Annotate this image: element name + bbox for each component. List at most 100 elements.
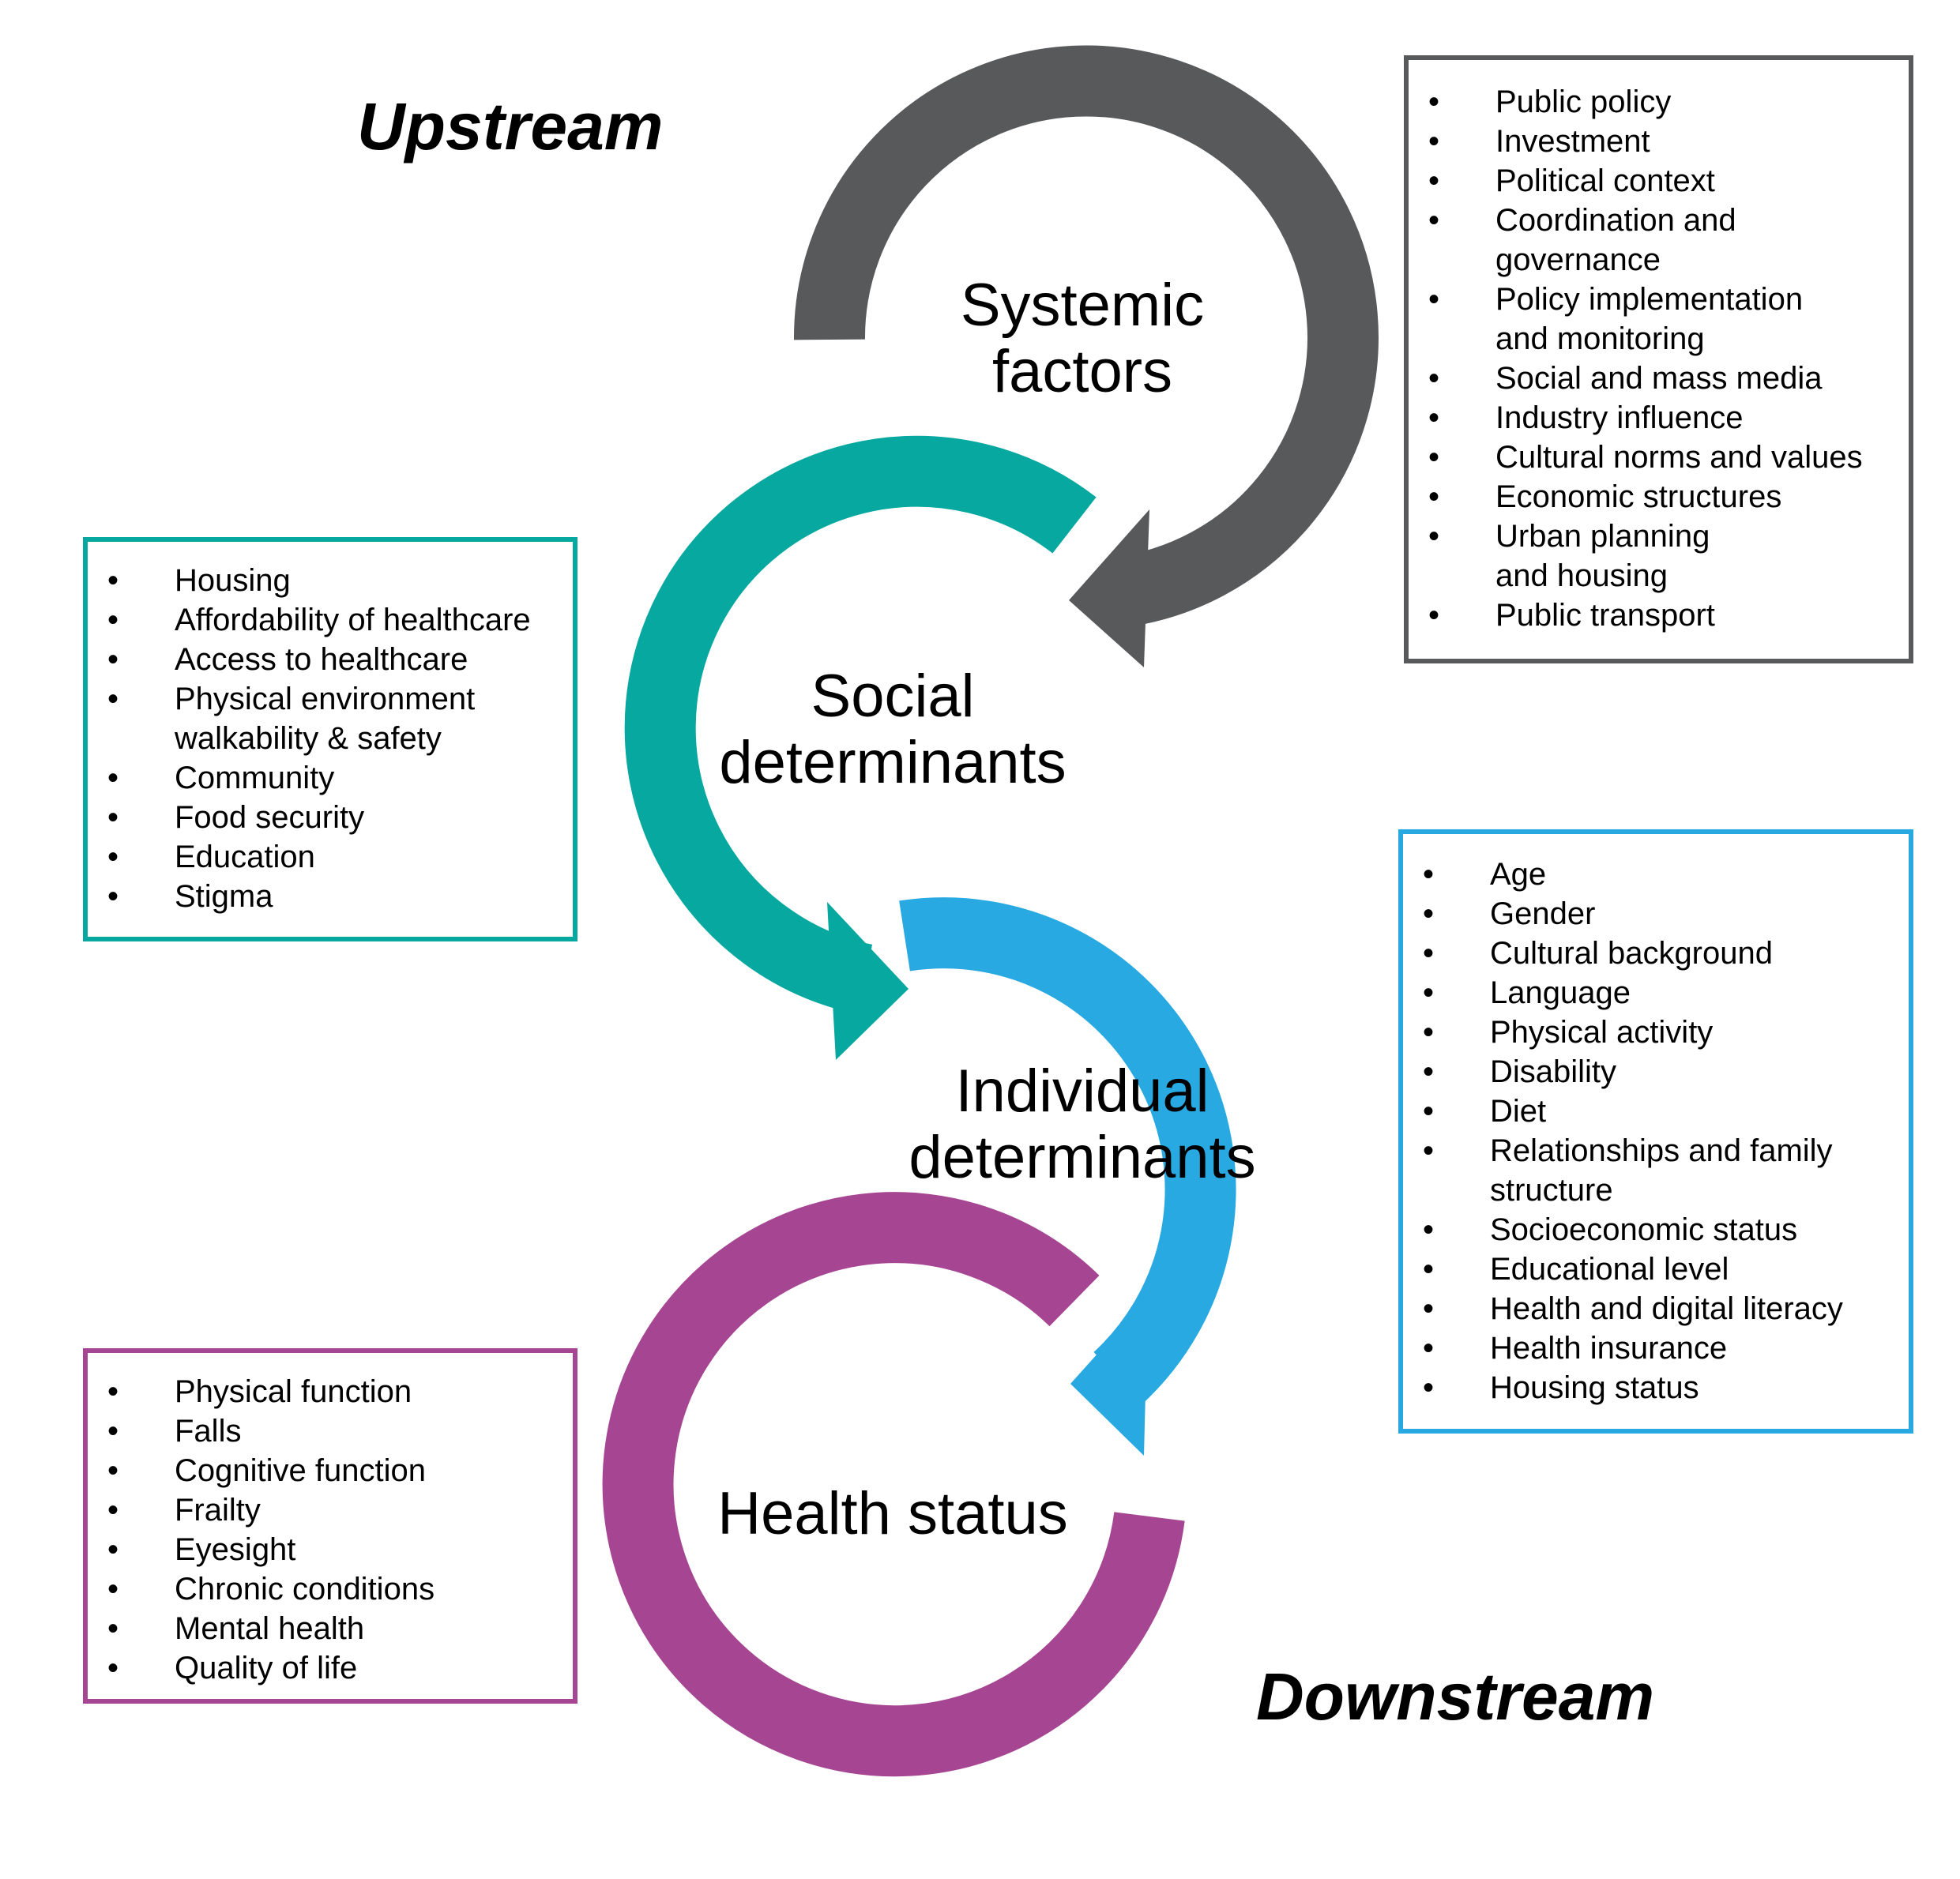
systemic-list-item-text: Public transport — [1495, 598, 1715, 633]
social-ring-arrowhead — [827, 902, 909, 1060]
systemic-list-item: Social and mass media — [1409, 359, 1909, 398]
health-list-item: Quality of life — [88, 1648, 573, 1688]
health-list-item-text: Eyesight — [175, 1532, 296, 1567]
health-list-item: Eyesight — [88, 1530, 573, 1569]
social-list-item-text: Education — [175, 840, 315, 874]
health-list-item-text: Falls — [175, 1414, 242, 1449]
social-determinants-label: Social determinants — [695, 663, 1090, 796]
health-list-item-text: Quality of life — [175, 1651, 358, 1685]
social-list-item: Education — [88, 837, 573, 877]
individual-list-item-text: Socioeconomic status — [1490, 1212, 1798, 1247]
social-list-item: Food security — [88, 798, 573, 837]
systemic-list-item: Industry influence — [1409, 398, 1909, 438]
social-list-item: Physical environment walkability & safety — [88, 679, 573, 758]
systemic-list-item: Investment — [1409, 122, 1909, 161]
systemic-factors-list: Public policyInvestmentPolitical context… — [1409, 82, 1909, 635]
health-ring-arc — [602, 1192, 1185, 1777]
individual-determinants-line2: determinants — [909, 1124, 1256, 1191]
individual-list-item: Educational level — [1403, 1250, 1909, 1289]
individual-ring — [899, 897, 1236, 1456]
health-list-item: Falls — [88, 1411, 573, 1451]
systemic-list-item-text: Social and mass media — [1495, 361, 1823, 396]
health-list-item-text: Mental health — [175, 1611, 365, 1646]
systemic-list-item-text: Cultural norms and values — [1495, 440, 1863, 475]
individual-list-item: Disability — [1403, 1052, 1909, 1092]
individual-list-item: Socioeconomic status — [1403, 1210, 1909, 1250]
individual-determinants-label: Individual determinants — [877, 1058, 1288, 1191]
individual-list-item: Language — [1403, 973, 1909, 1013]
social-list-item-text: walkability & safety — [175, 721, 442, 756]
individual-list-item: Gender — [1403, 894, 1909, 934]
downstream-label: Downstream — [1256, 1659, 1655, 1734]
social-list-item: Stigma — [88, 877, 573, 916]
individual-list-item: Cultural background — [1403, 934, 1909, 973]
systemic-list-item: Cultural norms and values — [1409, 438, 1909, 477]
health-status-list: Physical functionFallsCognitive function… — [88, 1372, 573, 1688]
upstream-label: Upstream — [357, 89, 664, 163]
individual-list-item-text: Age — [1490, 857, 1547, 892]
individual-list-item: Health and digital literacy — [1403, 1289, 1909, 1328]
systemic-list-item-text: Public policy — [1495, 85, 1672, 119]
individual-list-item-text: Disability — [1490, 1054, 1617, 1089]
social-list-item-text: Access to healthcare — [175, 642, 468, 677]
systemic-list-item: Economic structures — [1409, 477, 1909, 517]
social-list-item: Housing — [88, 561, 573, 600]
social-list-item: Access to healthcare — [88, 640, 573, 679]
individual-determinants-box: AgeGenderCultural backgroundLanguagePhys… — [1398, 829, 1913, 1434]
health-list-item-text: Cognitive function — [175, 1453, 426, 1488]
systemic-ring-arc — [793, 45, 1379, 628]
individual-list-item: Health insurance — [1403, 1328, 1909, 1368]
individual-determinants-line1: Individual — [955, 1058, 1209, 1125]
social-ring-arc — [624, 435, 1097, 1015]
social-list-item: Affordability of healthcare — [88, 600, 573, 640]
health-list-item: Chronic conditions — [88, 1569, 573, 1609]
systemic-list-item-text: Industry influence — [1495, 400, 1744, 435]
social-list-item: Community — [88, 758, 573, 798]
systemic-list-item: Policy implementation and monitoring — [1409, 280, 1909, 359]
systemic-list-item-text: and housing — [1495, 558, 1668, 593]
social-list-item-text: Housing — [175, 563, 291, 598]
individual-ring-arrowhead — [1070, 1298, 1148, 1456]
health-list-item-text: Frailty — [175, 1493, 261, 1528]
health-list-item: Physical function — [88, 1372, 573, 1411]
individual-list-item: Physical activity — [1403, 1013, 1909, 1052]
individual-list-item: Diet — [1403, 1092, 1909, 1131]
social-ring — [624, 435, 1097, 1060]
systemic-list-item-text: Coordination and — [1495, 203, 1736, 238]
systemic-factors-box: Public policyInvestmentPolitical context… — [1404, 55, 1913, 663]
health-status-label: Health status — [679, 1481, 1106, 1547]
health-ring — [602, 1192, 1185, 1777]
individual-list-item-text: Diet — [1490, 1094, 1547, 1129]
systemic-list-item-text: Political context — [1495, 163, 1715, 198]
social-determinants-box: HousingAffordability of healthcareAccess… — [83, 537, 577, 941]
systemic-ring-arrowhead — [1069, 509, 1149, 667]
individual-list-item-text: Cultural background — [1490, 936, 1773, 971]
health-list-item-text: Chronic conditions — [175, 1572, 435, 1607]
social-list-item-text: Stigma — [175, 879, 273, 914]
individual-list-item: Age — [1403, 855, 1909, 894]
social-list-item-text: Affordability of healthcare — [175, 603, 531, 637]
systemic-ring — [793, 45, 1379, 667]
systemic-list-item-text: governance — [1495, 242, 1661, 277]
social-determinants-line2: determinants — [719, 729, 1067, 796]
individual-list-item-text: Language — [1490, 975, 1631, 1010]
individual-list-item-text: Health and digital literacy — [1490, 1291, 1843, 1326]
systemic-list-item: Public policy — [1409, 82, 1909, 122]
individual-determinants-list: AgeGenderCultural backgroundLanguagePhys… — [1403, 855, 1909, 1407]
individual-list-item-text: Housing status — [1490, 1370, 1699, 1405]
individual-list-item-text: Health insurance — [1490, 1331, 1728, 1366]
social-determinants-list: HousingAffordability of healthcareAccess… — [88, 561, 573, 916]
systemic-factors-label: Systemic factors — [893, 272, 1272, 405]
systemic-factors-line2: factors — [991, 338, 1173, 405]
individual-list-item-text: Gender — [1490, 896, 1596, 931]
systemic-list-item-text: Policy implementation — [1495, 282, 1804, 317]
systemic-list-item: Political context — [1409, 161, 1909, 201]
social-list-item-text: Physical environment — [175, 682, 476, 716]
systemic-list-item-text: and monitoring — [1495, 321, 1705, 356]
systemic-factors-line1: Systemic — [960, 272, 1205, 339]
health-status-box: Physical functionFallsCognitive function… — [83, 1348, 577, 1704]
health-list-item: Frailty — [88, 1490, 573, 1530]
